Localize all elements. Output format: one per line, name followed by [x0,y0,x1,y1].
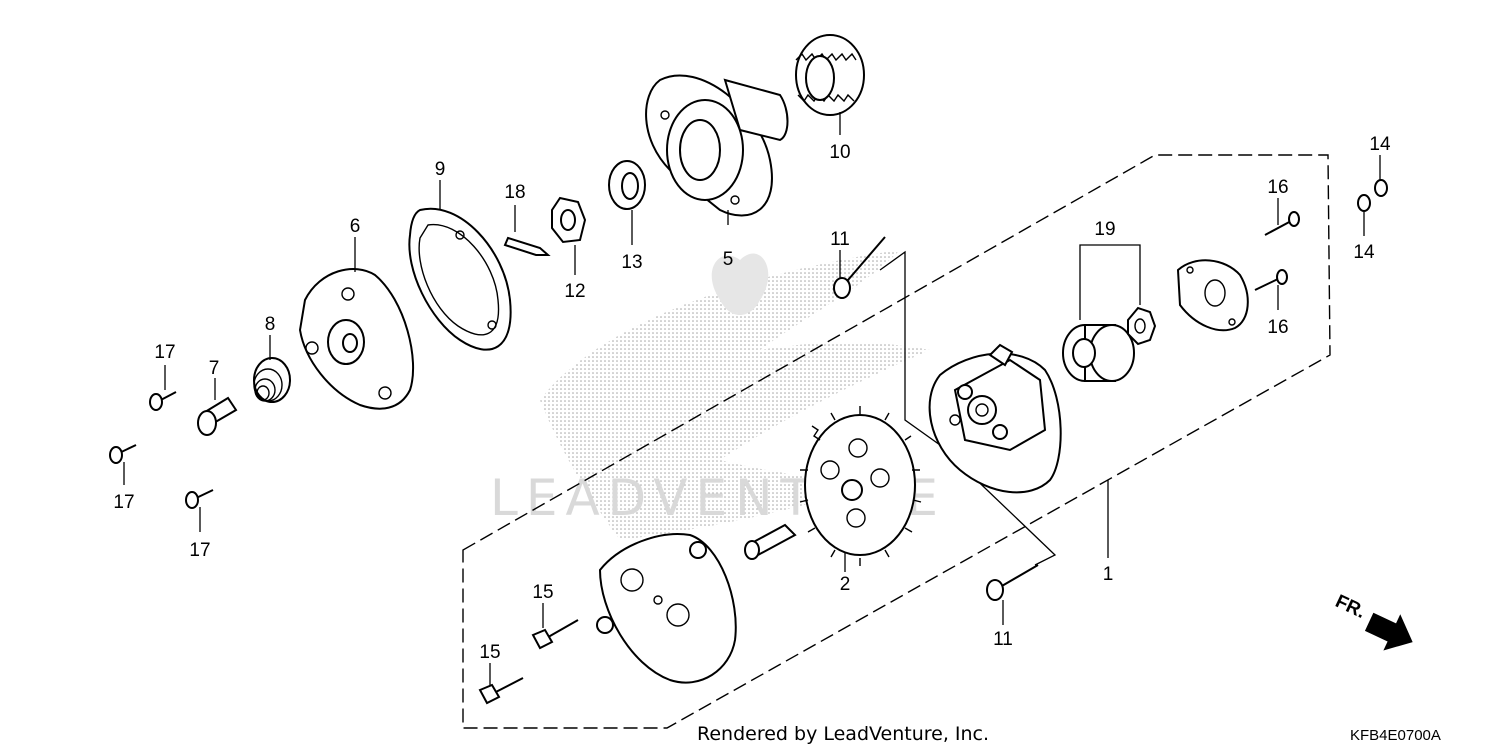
callout-17a: 17 [154,342,175,363]
bolt-part-16b [1254,269,1288,291]
rotor-outer-part-19 [1062,324,1135,382]
plate-part-16 [1176,259,1249,332]
pump-cover [596,533,737,684]
spring-part-8 [253,357,291,403]
callout-18: 18 [504,182,525,203]
diagram-code: KFB4E0700A [1350,727,1441,744]
callout-16b: 16 [1267,317,1288,338]
cover-part-5 [645,74,789,217]
clip-part-18 [503,236,551,256]
callout-10: 10 [829,142,850,163]
callout-15b: 15 [479,642,500,663]
gasket-part-9 [408,207,512,351]
direction-label: FR. [1332,591,1369,623]
pump-body [928,343,1062,494]
callout-13: 13 [621,252,642,273]
callout-11b: 11 [993,629,1013,650]
callout-17b: 17 [113,492,134,513]
callout-17c: 17 [189,540,210,561]
callout-19: 19 [1094,219,1115,240]
callout-1: 1 [1103,564,1114,585]
callout-2: 2 [840,574,851,595]
callout-16a: 16 [1267,177,1288,198]
bolt-part-15a [531,619,579,650]
callout-6: 6 [350,216,361,237]
washer-part-13 [608,160,646,210]
front-direction-arrow [1364,612,1413,651]
callout-7: 7 [209,358,220,379]
screw-part-11b [986,564,1039,601]
screw-part-17b [109,444,137,464]
callout-15a: 15 [532,582,553,603]
washer-part-14b [1357,194,1371,212]
gear-part-10 [795,34,865,116]
screw-part-17c [185,489,214,509]
assembly-boundary [462,154,1331,729]
nut-part-12 [551,196,587,244]
callout-14b: 14 [1353,242,1375,263]
bolt-part-15b [478,677,524,705]
callout-9: 9 [435,159,446,180]
callout-11a: 11 [830,229,850,250]
callout-8: 8 [265,314,276,335]
screw-part-11a [833,236,886,299]
callout-12: 12 [564,281,585,302]
pin-part-7 [197,396,238,436]
shaft [744,523,797,560]
rotor-inner-part-19 [1127,306,1157,346]
sprocket-part-2 [799,406,922,566]
bolt-part-16a [1264,211,1300,236]
callout-5: 5 [723,249,734,270]
washer-part-14a [1374,179,1388,197]
screw-part-17a [149,391,177,411]
plate-part-6 [298,267,414,410]
footer-credit: Rendered by LeadVenture, Inc. [697,723,989,745]
bracket-11 [879,250,1057,566]
callout-14a: 14 [1369,134,1391,155]
